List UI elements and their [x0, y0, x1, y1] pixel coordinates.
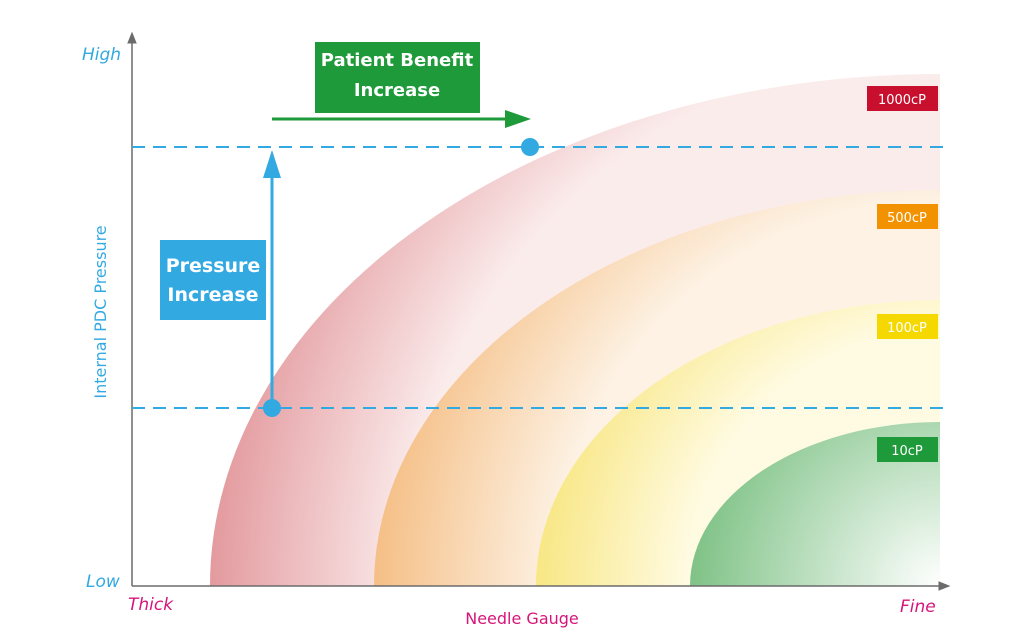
viscosity-bands: [210, 74, 940, 586]
y-axis-high-label: High: [82, 45, 121, 65]
high-pressure-point: [521, 138, 539, 156]
badge-500cp: 500cP: [877, 204, 938, 229]
benefit-label-line1: Patient Benefit: [321, 50, 474, 71]
y-axis-low-label: Low: [86, 572, 120, 592]
badge-10cp-label: 10cP: [891, 444, 923, 459]
pressure-increase-callout: Pressure Increase: [160, 240, 266, 320]
badge-100cp: 100cP: [877, 314, 938, 339]
band-10cp: [690, 422, 940, 586]
x-axis-thick-label: Thick: [128, 595, 174, 615]
badge-1000cp: 1000cP: [867, 86, 938, 111]
benefit-label-line2: Increase: [354, 80, 440, 101]
x-axis-fine-label: Fine: [900, 597, 936, 617]
patient-benefit-callout: Patient Benefit Increase: [315, 42, 480, 113]
badge-100cp-label: 100cP: [887, 321, 927, 336]
x-axis-title: Needle Gauge: [465, 609, 579, 628]
pressure-arrow-head-icon: [263, 150, 281, 178]
low-pressure-point: [263, 399, 281, 417]
badge-10cp: 10cP: [877, 437, 938, 462]
benefit-arrow-head-icon: [505, 110, 531, 128]
pressure-label-line2: Increase: [167, 284, 258, 306]
pressure-label-line1: Pressure: [166, 255, 261, 277]
y-axis-title: Internal PDC Pressure: [91, 225, 110, 398]
badge-1000cp-label: 1000cP: [878, 93, 926, 108]
badge-500cp-label: 500cP: [887, 211, 927, 226]
